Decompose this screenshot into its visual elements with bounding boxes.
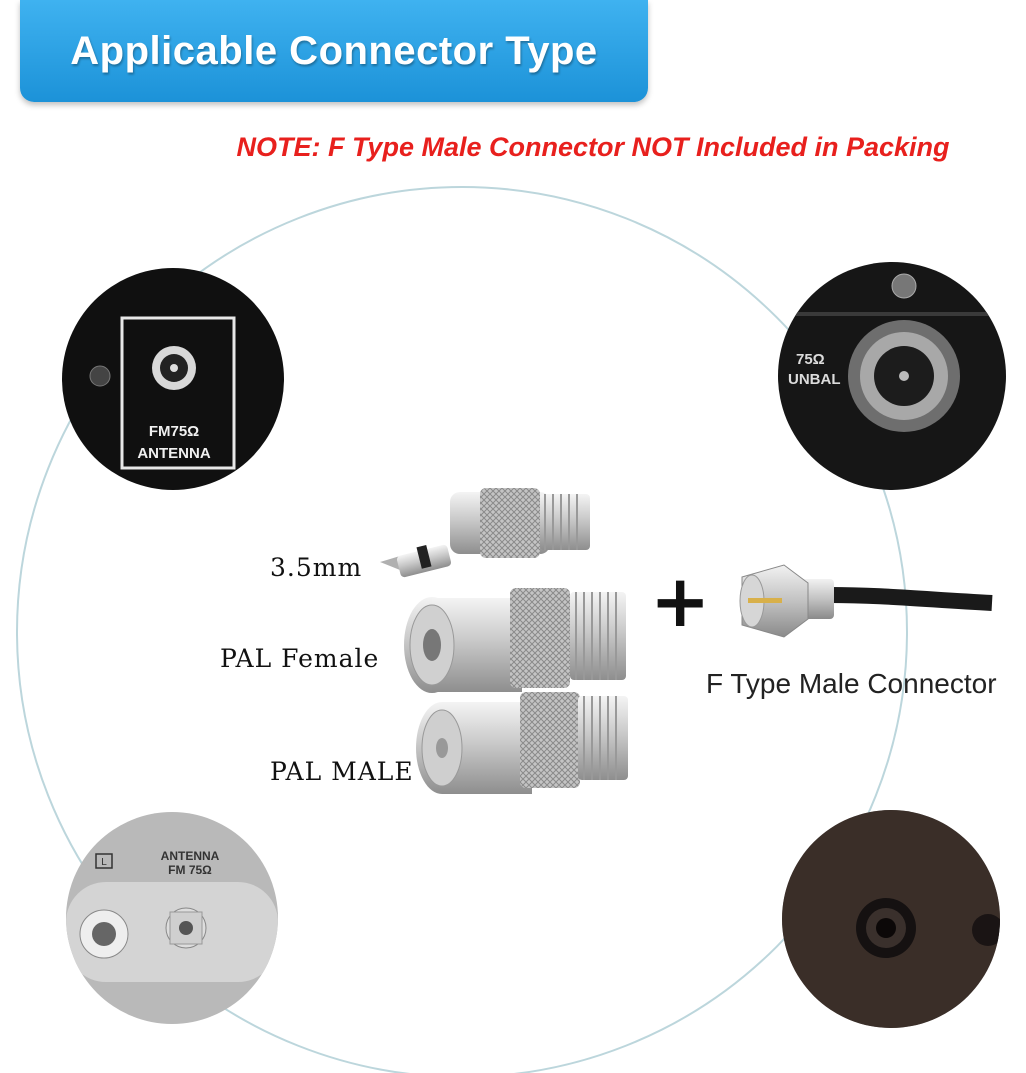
title-banner: Applicable Connector Type bbox=[20, 0, 648, 102]
panel-text-fm75: FM75Ω bbox=[149, 423, 199, 440]
label-pal-male: PAL MALE bbox=[270, 757, 414, 786]
adapter-pal-male bbox=[416, 692, 628, 794]
photo-silver-panel: L ANTENNA FM 75Ω bbox=[66, 812, 278, 1024]
label-3-5mm: 3.5mm bbox=[270, 553, 363, 582]
adapter-3-5mm bbox=[380, 488, 590, 578]
f-type-connector-illustration bbox=[739, 564, 993, 638]
adapter-pal-female bbox=[404, 588, 626, 693]
photo-dark-jack-panel bbox=[782, 810, 1000, 1028]
panel-text-antenna-bl: ANTENNA bbox=[161, 849, 220, 863]
photo-75ohm-socket: 75Ω UNBAL bbox=[778, 262, 1006, 490]
plus-symbol: + bbox=[650, 559, 711, 643]
label-pal-female: PAL Female bbox=[220, 644, 380, 673]
label-f-type-male-connector: F Type Male Connector bbox=[706, 668, 997, 699]
packing-note: NOTE: F Type Male Connector NOT Included… bbox=[236, 132, 950, 162]
photo-fm-antenna-panel: FM75Ω ANTENNA bbox=[62, 268, 284, 490]
panel-text-unbal: UNBAL bbox=[788, 371, 841, 388]
panel-text-l: L bbox=[101, 857, 107, 868]
panel-text-antenna: ANTENNA bbox=[137, 445, 210, 462]
panel-text-75ohm: 75Ω bbox=[796, 351, 825, 368]
banner-title: Applicable Connector Type bbox=[70, 28, 598, 73]
adapter-set-illustration bbox=[380, 488, 628, 794]
panel-text-fm75-bl: FM 75Ω bbox=[168, 863, 212, 877]
